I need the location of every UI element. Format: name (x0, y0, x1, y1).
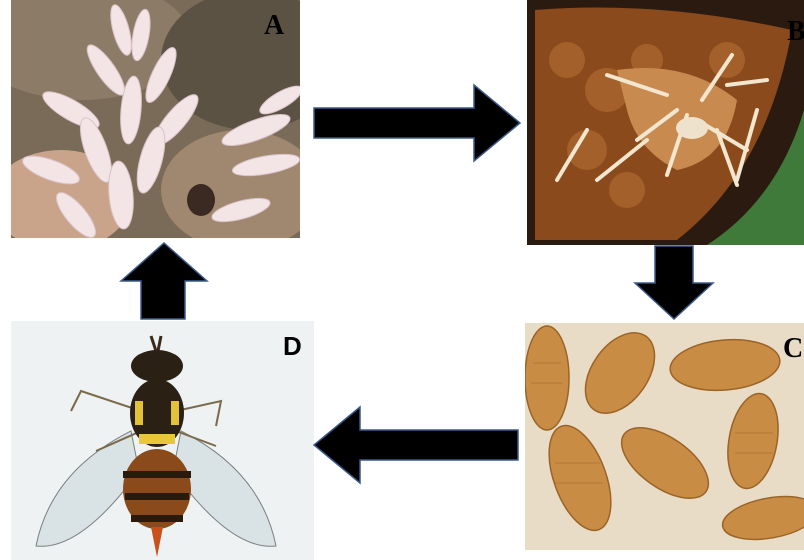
arrow-d-to-a (118, 241, 210, 321)
larvae-image (527, 0, 804, 245)
adult-fly-image (11, 321, 314, 560)
stage-label: A (264, 12, 284, 40)
stage-label: B (787, 18, 804, 46)
left-arrow-icon (312, 405, 520, 485)
arrow-a-to-b (312, 83, 522, 163)
eggs-image (11, 0, 300, 238)
arrow-b-to-c (633, 245, 715, 321)
stage-c-pupae-photo: C (525, 323, 804, 550)
pupae-image (525, 323, 804, 550)
stage-a-eggs-photo: A (11, 0, 300, 238)
down-arrow-icon (633, 245, 715, 321)
stage-b-larvae-photo: B (527, 0, 804, 245)
up-arrow-icon (118, 241, 210, 321)
arrow-c-to-d (312, 405, 520, 485)
stage-label: D (283, 333, 302, 359)
right-arrow-icon (312, 83, 522, 163)
stage-label: C (783, 335, 803, 363)
stage-d-adult-photo: D (11, 321, 314, 560)
